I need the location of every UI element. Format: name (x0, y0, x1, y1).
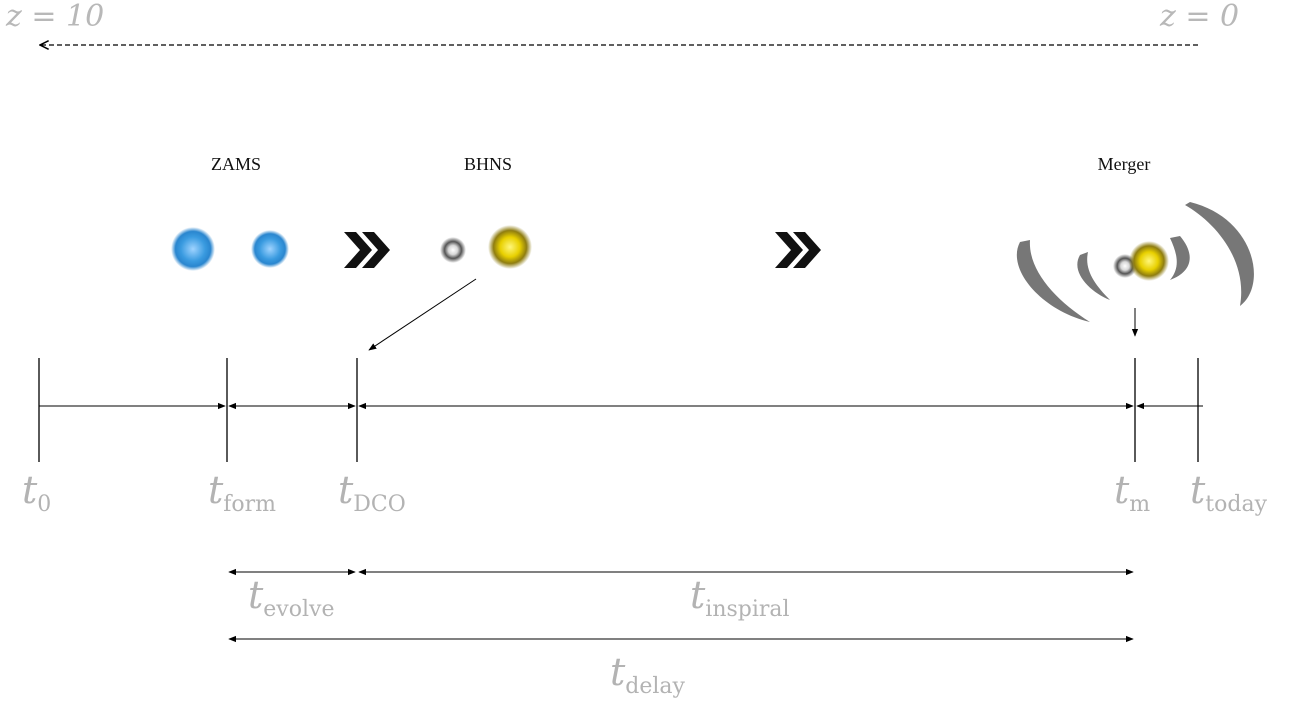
time-label-ttoday: ttoday (1190, 468, 1268, 517)
redshift-start-label: z = 10 (5, 0, 104, 34)
bhns-pointer-arrow (368, 278, 477, 351)
stage-label-merger: Merger (1098, 154, 1151, 174)
chevron-right-icon (775, 232, 821, 268)
time-label-tm: tm (1114, 468, 1150, 517)
neutron-star-icon (1129, 241, 1169, 281)
black-hole-icon (440, 237, 466, 263)
stage-label-zams: ZAMS (211, 154, 261, 174)
neutron-star-icon (488, 225, 532, 269)
duration-label-delay: tdelay (610, 650, 686, 699)
stage-label-bhns: BHNS (464, 154, 512, 174)
gravitational-wave-icon (1016, 202, 1254, 322)
duration-label-inspiral: tinspiral (690, 573, 790, 622)
chevron-right-icon (344, 232, 390, 268)
time-label-tform: tform (208, 468, 276, 517)
time-label-t0: t0 (22, 468, 51, 517)
star-icon (171, 227, 215, 271)
time-label-tdco: tDCO (338, 468, 406, 517)
redshift-end-label: z = 0 (1159, 0, 1239, 34)
duration-label-evolve: tevolve (248, 573, 334, 622)
star-icon (251, 230, 289, 268)
